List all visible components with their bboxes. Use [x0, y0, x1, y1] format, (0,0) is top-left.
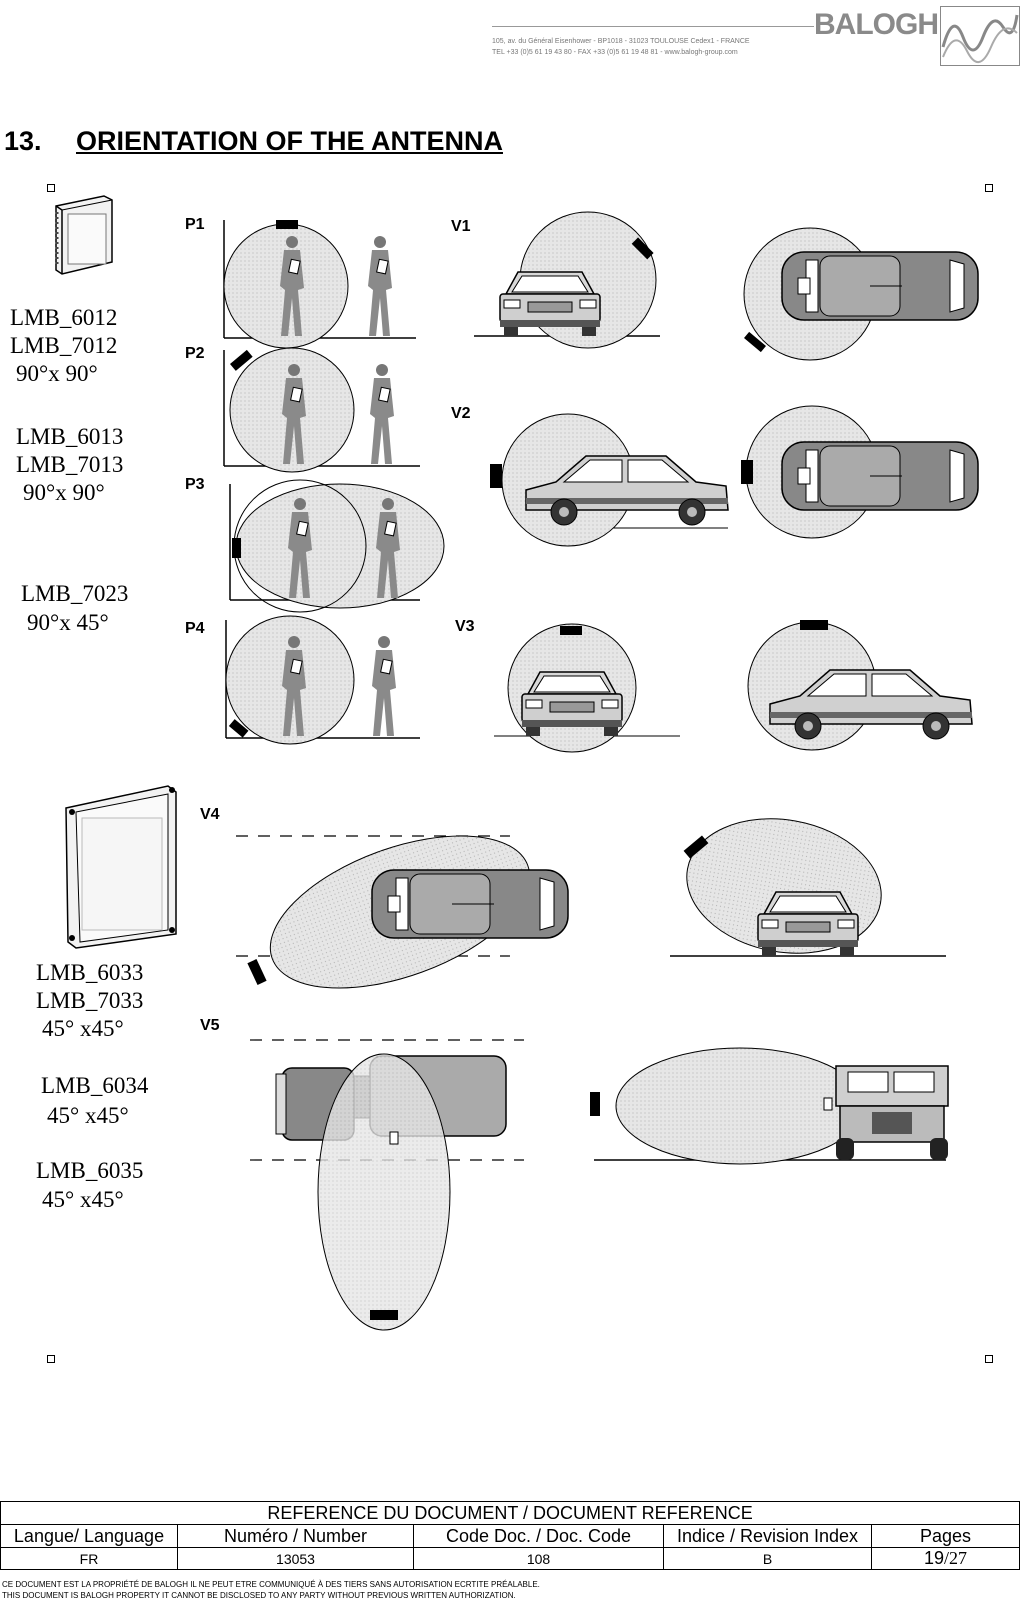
corner-marker	[47, 184, 55, 192]
section-title: ORIENTATION OF THE ANTENNA	[76, 126, 503, 156]
value-pages: 19/27	[870, 1547, 1020, 1570]
antenna-orientation-figure	[55, 195, 979, 1331]
large-antenna-icon	[65, 785, 177, 949]
diagram-v2-top	[741, 405, 979, 539]
model-label: LMB_7033	[36, 988, 144, 1013]
value-number: 13053	[177, 1547, 414, 1570]
diagram-v4-front	[670, 818, 946, 957]
model-label: LMB_6013	[16, 424, 124, 449]
header-number: Numéro / Number	[177, 1524, 414, 1548]
diagram-label-p3: P3	[185, 476, 205, 493]
brand-logo-text: BALOGH	[814, 8, 939, 41]
header-language: Langue/ Language	[0, 1524, 178, 1548]
diagram-label-v5: V5	[200, 1017, 220, 1034]
model-angle: 90°x 90°	[16, 361, 98, 386]
header-revision-index: Indice / Revision Index	[663, 1524, 872, 1548]
company-address: 105, av. du Général Eisenhower - BP1018 …	[492, 38, 750, 45]
header-rule	[492, 26, 814, 27]
model-angle: 90°x 90°	[23, 480, 105, 505]
diagram-v3-front	[494, 623, 680, 753]
section-number: 13.	[4, 126, 42, 156]
model-label: LMB_7012	[10, 333, 118, 358]
model-angle: 45° x45°	[47, 1103, 129, 1128]
value-revision-index: B	[663, 1547, 872, 1570]
diagram-label-v4: V4	[200, 806, 220, 823]
document-reference-table: REFERENCE DU DOCUMENT / DOCUMENT REFEREN…	[0, 1501, 1020, 1570]
diagram-label-v1: V1	[451, 218, 471, 235]
corner-marker	[985, 184, 993, 192]
corner-marker	[985, 1355, 993, 1363]
value-language: FR	[0, 1547, 178, 1570]
diagram-v5-front	[590, 1047, 949, 1165]
model-label: LMB_6012	[10, 305, 118, 330]
diagram-v4-top	[236, 835, 569, 989]
model-label: LMB_6034	[41, 1073, 149, 1098]
header-doc-code: Code Doc. / Doc. Code	[413, 1524, 664, 1548]
diagram-v3-side	[747, 620, 973, 751]
diagram-v1-front	[474, 211, 660, 349]
reference-table-title: REFERENCE DU DOCUMENT / DOCUMENT REFEREN…	[0, 1501, 1020, 1525]
small-antenna-icon	[55, 195, 113, 275]
diagram-p2	[223, 347, 420, 473]
diagram-label-p1: P1	[185, 216, 205, 233]
confidentiality-notice-fr: CE DOCUMENT EST LA PROPRIÉTÉ DE BALOGH I…	[2, 1580, 540, 1589]
page-current: 19	[924, 1548, 945, 1568]
diagram-p4	[225, 615, 420, 745]
page-total: /27	[944, 1548, 968, 1568]
company-contact: TEL +33 (0)5 61 19 43 80 - FAX +33 (0)5 …	[492, 49, 738, 56]
diagram-label-p4: P4	[185, 620, 205, 637]
model-label: LMB_6035	[36, 1158, 144, 1183]
model-angle: 45° x45°	[42, 1187, 124, 1212]
diagram-v1-top	[743, 227, 979, 361]
header-pages: Pages	[870, 1524, 1020, 1548]
diagram-p3	[229, 479, 445, 613]
model-label: LMB_7013	[16, 452, 124, 477]
corner-marker	[47, 1355, 55, 1363]
diagram-label-p2: P2	[185, 345, 205, 362]
diagram-label-v2: V2	[451, 405, 471, 422]
model-label: LMB_7023	[21, 581, 129, 606]
diagram-p1	[223, 220, 416, 349]
model-label: LMB_6033	[36, 960, 144, 985]
value-doc-code: 108	[413, 1547, 664, 1570]
diagram-label-v3: V3	[455, 618, 475, 635]
diagram-v5-top	[250, 1039, 524, 1331]
model-angle: 45° x45°	[42, 1016, 124, 1041]
model-angle: 90°x 45°	[27, 610, 109, 635]
confidentiality-notice-en: THIS DOCUMENT IS BALOGH PROPERTY IT CANN…	[2, 1591, 516, 1600]
diagram-v2-side	[490, 413, 729, 547]
